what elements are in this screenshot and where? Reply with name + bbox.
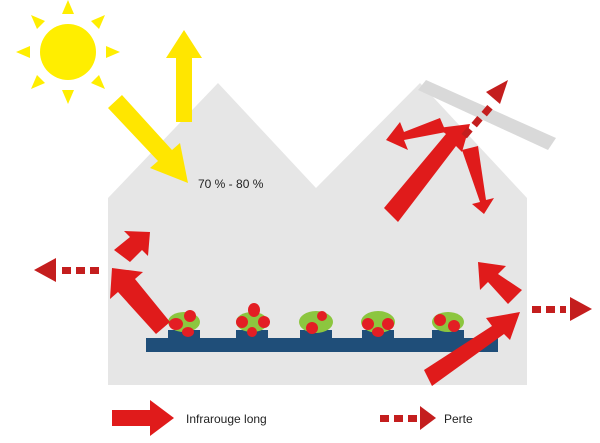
solid-arrow-icon: [112, 400, 174, 436]
infrared-arrow-roof-left: [386, 118, 446, 150]
sun-ray-reflected-arrow: [166, 30, 202, 122]
infrared-arrow-left-upper: [114, 231, 150, 262]
plant-bench: [146, 338, 498, 352]
dotted-arrow-icon: [380, 406, 436, 430]
loss-arrow-left: [34, 258, 99, 282]
legend: Infrarouge long Perte: [112, 400, 473, 436]
infrared-arrow-left-lower: [110, 268, 170, 334]
infrared-arrow-right-lower: [424, 312, 520, 386]
greenhouse-building: [108, 83, 527, 385]
plant-icon: [432, 312, 464, 340]
plant-icon: [299, 311, 333, 340]
infrared-arrow-roof-down: [462, 146, 494, 214]
loss-arrow-right: [532, 297, 592, 321]
sun-icon: [16, 0, 120, 104]
infrared-arrow-roof-main: [384, 124, 470, 222]
plant-icon: [236, 303, 270, 340]
legend-solid-label: Infrarouge long: [186, 412, 267, 426]
legend-dotted-label: Perte: [444, 412, 473, 426]
plant-icon: [361, 311, 395, 340]
plant-icon: [168, 310, 200, 340]
infrared-arrow-right-upper: [478, 262, 522, 304]
solar-transmission-label: 70 % - 80 %: [198, 177, 264, 191]
sun-ray-incoming-arrow: [108, 95, 188, 183]
loss-arrow-roof: [461, 80, 508, 139]
